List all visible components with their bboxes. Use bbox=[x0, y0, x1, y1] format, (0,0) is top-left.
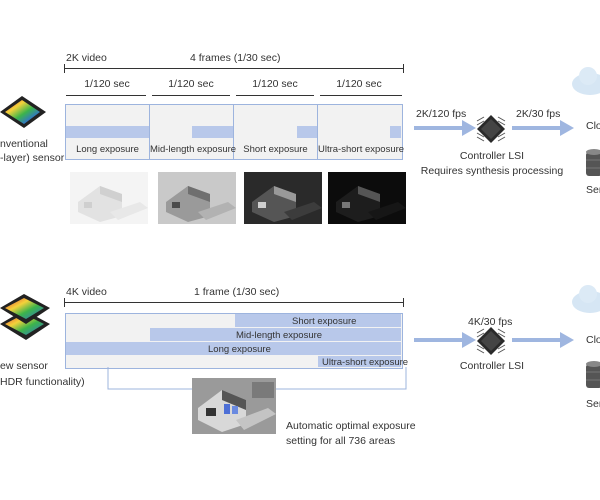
auto-exposure-note-2: setting for all 736 areas bbox=[286, 435, 396, 447]
interval-line-2 bbox=[152, 95, 230, 96]
interval-line-1 bbox=[66, 95, 146, 96]
bottom-frames-label: 1 frame (1/30 sec) bbox=[194, 286, 280, 298]
top-timeline-tick-right bbox=[403, 64, 404, 73]
bottom-exposure-label-long: Long exposure bbox=[208, 344, 271, 355]
bottom-exposure-label-short: Short exposure bbox=[292, 316, 357, 327]
ultra-short-exposure-thumbnail bbox=[328, 172, 406, 224]
new-sensor-icon bbox=[0, 290, 52, 346]
interval-label-4: 1/120 sec bbox=[336, 78, 382, 90]
top-cell-divider-3 bbox=[317, 105, 318, 159]
top-controller-label: Controller LSI bbox=[459, 150, 525, 162]
top-bar-short bbox=[297, 126, 317, 138]
bottom-arrow-out bbox=[512, 332, 574, 348]
interval-line-4 bbox=[320, 95, 402, 96]
mid-exposure-thumbnail bbox=[158, 172, 236, 224]
bottom-bar-short bbox=[235, 314, 401, 327]
top-bar-mid bbox=[192, 126, 233, 138]
top-cloud-icon bbox=[570, 62, 600, 98]
interval-line-3 bbox=[236, 95, 314, 96]
top-arrow-out bbox=[512, 120, 574, 136]
bottom-timeline-line bbox=[64, 302, 404, 303]
bottom-connector-lines bbox=[100, 367, 420, 407]
top-controller-note: Requires synthesis processing bbox=[420, 165, 564, 177]
top-bar-long bbox=[66, 126, 149, 138]
top-arrow-in bbox=[414, 120, 476, 136]
top-frames-label: 4 frames (1/30 sec) bbox=[190, 52, 281, 64]
bottom-controller-label: Controller LSI bbox=[459, 360, 525, 372]
bottom-rate-label: 4K/30 fps bbox=[468, 316, 513, 328]
conventional-sensor-icon bbox=[0, 92, 46, 132]
top-controller-chip-icon bbox=[474, 112, 508, 146]
top-cloud-label: Clo bbox=[586, 120, 600, 132]
conventional-sensor-label-2: -layer) sensor bbox=[0, 152, 65, 164]
conventional-sensor-label-1: nventional bbox=[0, 138, 48, 150]
top-video-label: 2K video bbox=[66, 52, 107, 64]
interval-label-1: 1/120 sec bbox=[84, 78, 130, 90]
top-bar-ultra bbox=[390, 126, 401, 138]
top-rate-out-label: 2K/30 fps bbox=[516, 108, 561, 120]
new-sensor-label-2: HDR functionality) bbox=[0, 376, 85, 388]
bottom-timeline-tick-left bbox=[64, 298, 65, 307]
bottom-bar-ultra bbox=[318, 356, 401, 367]
top-server-label: Ser bbox=[586, 184, 600, 196]
top-timeline-line bbox=[64, 68, 404, 69]
bottom-video-label: 4K video bbox=[66, 286, 107, 298]
top-cell-divider-1 bbox=[149, 105, 150, 159]
bottom-arrow-in bbox=[414, 332, 476, 348]
interval-label-2: 1/120 sec bbox=[168, 78, 214, 90]
hdr-composite-thumbnail bbox=[192, 378, 276, 434]
top-exposure-label-3: Short exposure bbox=[243, 144, 308, 155]
interval-label-3: 1/120 sec bbox=[252, 78, 298, 90]
auto-exposure-note-1: Automatic optimal exposure bbox=[286, 420, 416, 432]
top-exposure-label-2: Mid-length exposure bbox=[150, 144, 237, 155]
bottom-controller-chip-icon bbox=[474, 324, 508, 358]
bottom-cloud-icon bbox=[570, 280, 600, 316]
bottom-bar-long bbox=[66, 342, 401, 355]
top-rate-in-label: 2K/120 fps bbox=[416, 108, 467, 120]
bottom-timeline-tick-right bbox=[403, 298, 404, 307]
top-exposure-label-1: Long exposure bbox=[76, 144, 139, 155]
short-exposure-thumbnail bbox=[244, 172, 322, 224]
bottom-exposure-label-ultra: Ultra-short exposure bbox=[322, 357, 409, 368]
top-timeline-tick-left bbox=[64, 64, 65, 73]
bottom-cloud-label: Clo bbox=[586, 334, 600, 346]
new-sensor-label-1: ew sensor bbox=[0, 360, 48, 372]
top-exposure-label-4: Ultra-short exposure bbox=[318, 144, 405, 155]
bottom-bar-mid bbox=[150, 328, 401, 341]
bottom-server-label: Ser bbox=[586, 398, 600, 410]
top-server-icon bbox=[586, 148, 600, 178]
long-exposure-thumbnail bbox=[70, 172, 148, 224]
bottom-exposure-label-mid: Mid-length exposure bbox=[236, 330, 323, 341]
top-cell-divider-2 bbox=[233, 105, 234, 159]
bottom-server-icon bbox=[586, 360, 600, 390]
